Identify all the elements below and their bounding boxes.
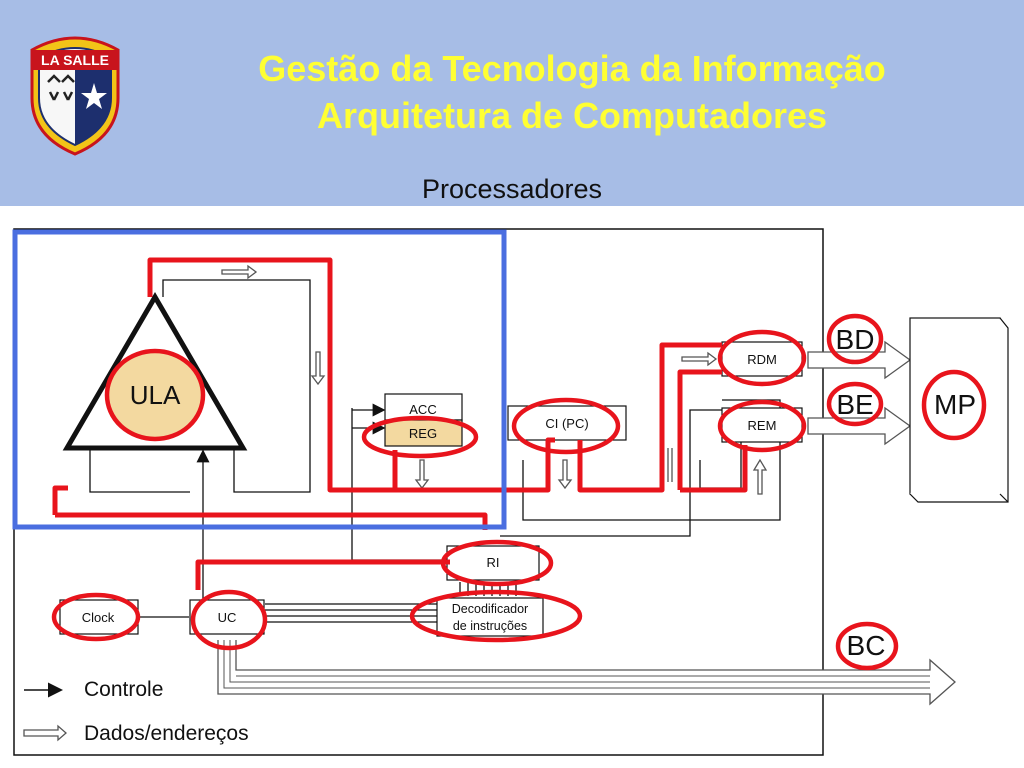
- legend: Controle Dados/endereços: [24, 678, 249, 745]
- reg-box: [384, 419, 463, 447]
- decoder-label-line2: de instruções: [453, 619, 527, 633]
- decoder-label-line1: Decodificador: [452, 602, 528, 616]
- decoder-box: [436, 597, 544, 637]
- bd-label: BD: [836, 324, 875, 355]
- rdm-label: RDM: [747, 352, 777, 367]
- acc-box: [384, 393, 463, 421]
- be-label: BE: [836, 389, 873, 420]
- title-line-1: Gestão da Tecnologia da Informação: [258, 48, 886, 89]
- red-ellipses: [51, 313, 987, 671]
- mp-label: MP: [934, 389, 976, 420]
- blue-highlight-box: [12, 229, 507, 530]
- legend-control-label: Controle: [84, 678, 163, 701]
- la-salle-logo: LA SALLE: [24, 28, 126, 158]
- clock-box: [59, 599, 139, 635]
- ri-box: [446, 545, 540, 581]
- bc-label: BC: [847, 630, 886, 661]
- clock-label: Clock: [82, 610, 115, 625]
- rem-label: REM: [748, 418, 777, 433]
- uc-label: UC: [218, 610, 237, 625]
- ula-label: ULA: [130, 380, 181, 410]
- reg-label: REG: [409, 426, 437, 441]
- ri-label: RI: [487, 555, 500, 570]
- title-line-2: Arquitetura de Computadores: [316, 95, 828, 136]
- ula-highlight: [104, 348, 206, 442]
- slide-header: [0, 0, 1024, 206]
- svg-text:LA SALLE: LA SALLE: [41, 52, 109, 68]
- bc-bus-arrow: [217, 640, 956, 706]
- legend-data-label: Dados/endereços: [84, 722, 249, 745]
- rdm-box: [721, 341, 803, 377]
- ci-label: CI (PC): [545, 416, 588, 431]
- slide-subtitle: Processadores: [421, 174, 603, 204]
- red-highlight-path: [52, 257, 748, 590]
- internal-wiring: [89, 279, 781, 623]
- acc-label: ACC: [409, 402, 436, 417]
